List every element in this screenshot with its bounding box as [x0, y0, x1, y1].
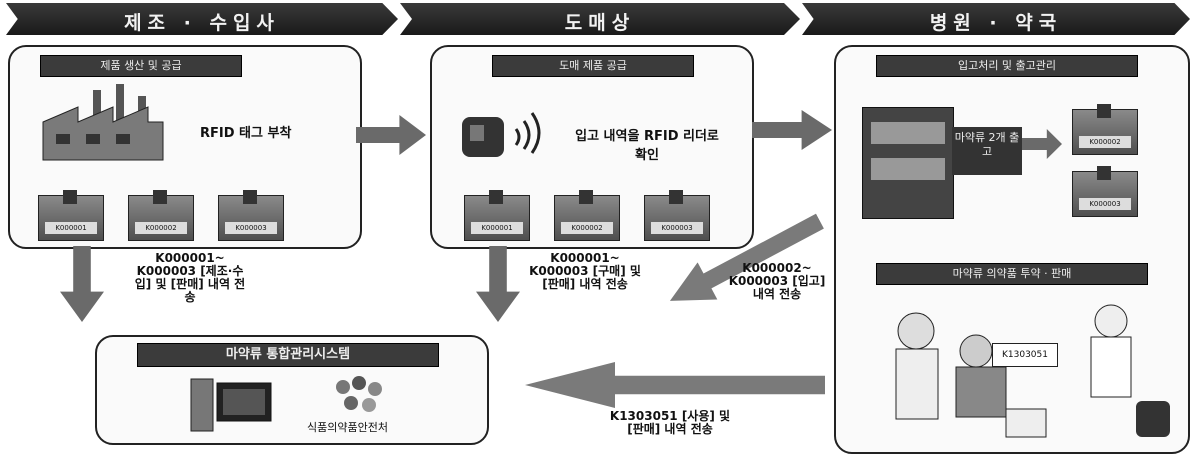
caption-hospital: K000002~ K000003 [입고] 내역 전송	[728, 261, 826, 301]
crate: K000002	[554, 190, 620, 241]
banner-label: 도매상	[564, 12, 636, 34]
crate: K000001	[464, 190, 530, 241]
stock-out-text: 마약류 2개 출고	[952, 127, 1022, 175]
drug-cabinet	[862, 107, 954, 219]
reader-text: 입고 내역을 RFID 리더로 확인	[575, 129, 719, 163]
flow-arrow-left	[525, 362, 825, 408]
caption-system: K1303051 [사용] 및 [판매] 내역 전송	[609, 409, 731, 436]
section-label: 제품 생산 및 공급	[40, 55, 242, 77]
computer-icon	[190, 378, 272, 432]
crate-tag: K000003	[225, 222, 277, 234]
patient-tag: K1303051	[992, 343, 1058, 367]
banner-hospital: 병원 · 약국	[802, 3, 1190, 35]
patient-scene-icon	[895, 304, 1170, 438]
banner-label: 병원 · 약국	[929, 12, 1063, 34]
flow-arrow-right	[752, 110, 832, 150]
manufacturer-box: 제품 생산 및 공급 RFID 태그 부착 K000001 K000002 K0…	[8, 45, 362, 249]
crate: K000003	[218, 190, 284, 241]
flow-arrow-right	[1022, 129, 1062, 159]
banner-label: 제조 · 수입사	[124, 12, 280, 34]
wholesaler-box: 도매 제품 공급 입고 내역을 RFID 리더로 확인 K000001 K000…	[430, 45, 754, 249]
rfid-tag-text: RFID 태그 부착	[200, 126, 292, 141]
crate-tag: K000002	[561, 222, 613, 234]
caption-manufacturer: K000001~ K000003 [제조·수입] 및 [판매] 내역 전송	[134, 251, 246, 304]
section-label: 입고처리 및 출고관리	[876, 55, 1138, 77]
flow-arrow-right	[356, 115, 426, 155]
rfid-reader-icon	[462, 112, 541, 157]
crate-tag: K000002	[135, 222, 187, 234]
section-label: 마약류 의약품 투약 · 판매	[876, 263, 1148, 285]
flow-arrow-down	[60, 246, 104, 322]
crate: K000001	[38, 190, 104, 241]
factory-icon	[42, 84, 164, 161]
crate-tag: K000003	[1079, 198, 1131, 210]
banner-manufacturer: 제조 · 수입사	[6, 3, 398, 35]
crate-tag: K000001	[45, 222, 97, 234]
crate: K000002	[128, 190, 194, 241]
flow-arrow-down	[476, 246, 520, 322]
crate: K000003	[1072, 166, 1138, 217]
crate-tag: K000003	[651, 222, 703, 234]
banner-wholesaler: 도매상	[400, 3, 800, 35]
section-label: 도매 제품 공급	[492, 55, 694, 77]
hospital-box: 입고처리 및 출고관리 마약류 2개 출고 K000002 K000003 마약…	[834, 45, 1190, 454]
crate-tag: K000001	[471, 222, 523, 234]
system-box: 마약류 통합관리시스템 식품의약품안전처	[95, 335, 489, 445]
agency-logo	[336, 376, 382, 412]
crate: K000002	[1072, 104, 1138, 155]
crate-tag: K000002	[1079, 136, 1131, 148]
caption-wholesaler: K000001~ K000003 [구매] 및 [판매] 내역 전송	[529, 251, 641, 291]
system-title: 마약류 통합관리시스템	[137, 343, 439, 367]
agency-name: 식품의약품안전처	[307, 421, 388, 434]
crate: K000003	[644, 190, 710, 241]
